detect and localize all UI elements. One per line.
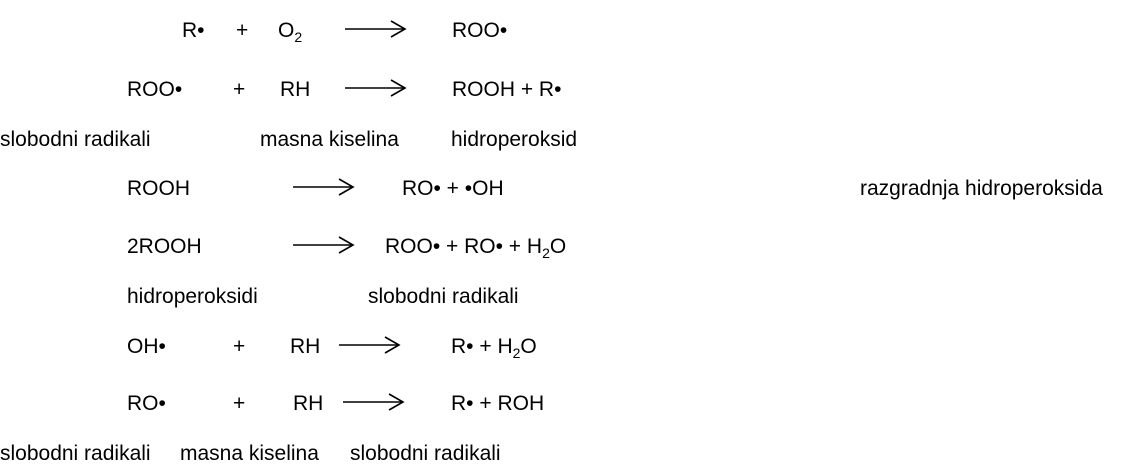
reaction-2-reactant1: ROO• — [127, 78, 183, 101]
label-hidroperoksidi: hidroperoksidi — [127, 285, 258, 308]
label-hidroperoksid: hidroperoksid — [451, 128, 578, 151]
reaction-6-reactant1: RO• — [127, 392, 166, 415]
label-slobodni-radikali-3: slobodni radikali — [0, 442, 151, 465]
label-masna-kiselina-2: masna kiselina — [180, 442, 319, 465]
reaction-1-plus: + — [236, 19, 249, 42]
reaction-5-reactant2: RH — [290, 335, 321, 358]
reaction-2-reactant2: RH — [280, 78, 311, 101]
label-masna-kiselina: masna kiselina — [260, 128, 399, 151]
reaction-6-product: R• + ROH — [451, 392, 545, 415]
reaction-2-arrow-icon — [345, 78, 407, 98]
label-slobodni-radikali: slobodni radikali — [0, 128, 151, 151]
reaction-1-arrow-icon — [345, 19, 407, 39]
reaction-6-arrow-icon — [343, 392, 405, 412]
reaction-1-reactant2: O2 — [278, 19, 303, 45]
reaction-5-arrow-icon — [339, 335, 401, 355]
reaction-5-reactant1: OH• — [127, 335, 166, 358]
reaction-3-arrow-icon — [293, 177, 355, 197]
reaction-3-note: razgradnja hidroperoksida — [860, 177, 1103, 200]
reaction-5-product: R• + H2O — [451, 335, 537, 361]
reaction-3-product: RO• + •OH — [402, 177, 504, 200]
reaction-2-plus: + — [233, 78, 246, 101]
reaction-6-plus: + — [233, 392, 246, 415]
reaction-1-product: ROO• — [452, 19, 508, 42]
reaction-1-reactant1: R• — [182, 19, 205, 42]
reaction-6-reactant2: RH — [293, 392, 324, 415]
reaction-5-plus: + — [233, 335, 246, 358]
reaction-4-product: ROO• + RO• + H2O — [385, 235, 567, 261]
reaction-3-reactant1: ROOH — [127, 177, 190, 200]
label-slobodni-radikali-4: slobodni radikali — [350, 442, 501, 465]
reaction-4-arrow-icon — [293, 235, 355, 255]
reaction-4-reactant1: 2ROOH — [127, 235, 202, 258]
label-slobodni-radikali-2: slobodni radikali — [368, 285, 519, 308]
reaction-2-product: ROOH + R• — [452, 78, 562, 101]
